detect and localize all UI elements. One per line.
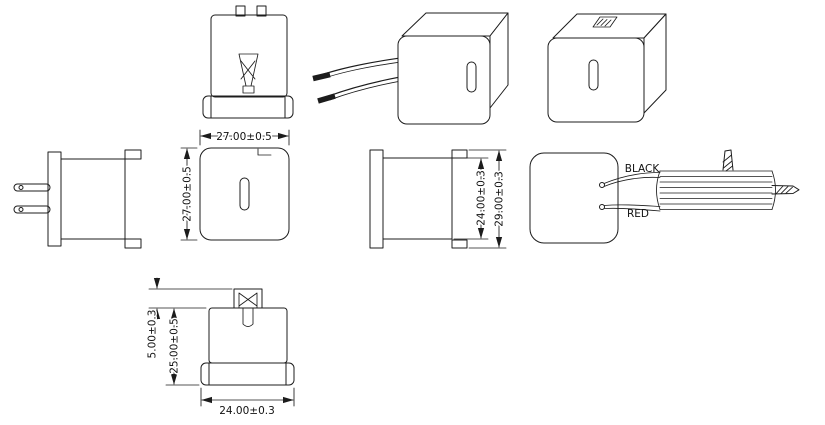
sound-slot: [239, 177, 250, 211]
front-plate: [47, 151, 62, 247]
dim-clip-text: 5.00±0.3: [147, 310, 159, 359]
plug-pin-right: [256, 5, 267, 17]
clip-bottom: [124, 238, 142, 249]
view-side-pins: [13, 149, 142, 249]
pin-upper-hole: [18, 185, 24, 190]
wire-end-right: [771, 185, 800, 195]
clip-housing: [233, 288, 263, 309]
dim-bottom-width-text: 24.00±0.3: [219, 405, 275, 417]
pin-lower: [13, 205, 51, 214]
front-face: [397, 35, 491, 125]
wire-coil: [656, 170, 776, 210]
pin-upper: [13, 183, 51, 192]
rear-face: [529, 152, 619, 244]
clip-detail: [238, 53, 259, 94]
wire-black-label: BLACK: [625, 163, 661, 175]
dim-depth-lines: [453, 157, 489, 240]
wire-red-label: RED: [627, 208, 649, 220]
dim-depth-text: 24.00±0.3: [476, 170, 488, 226]
dim-clip-lines: [148, 277, 233, 320]
clip-detail: [238, 292, 258, 327]
clip-top: [124, 149, 142, 160]
dim-height-lines: [180, 147, 198, 241]
wire-end-top: [722, 149, 734, 172]
body-outline: [60, 158, 126, 240]
front-plate: [369, 149, 384, 249]
corner-step: [257, 148, 272, 156]
flange-inner-lines: [208, 362, 287, 386]
dim-overall-text: 29.00±0.3: [494, 171, 506, 227]
wire-bare-end: [317, 93, 336, 104]
wire-red: [603, 204, 661, 212]
sound-slot: [588, 59, 599, 91]
lead-wires: [312, 57, 402, 104]
flange-outline: [200, 362, 295, 386]
dim-bottom-width-lines: [200, 387, 295, 407]
plug-pin-left: [235, 5, 246, 17]
view-front-pins: [202, 5, 294, 119]
dim-body-lines: [165, 308, 200, 386]
clip-top: [451, 149, 468, 159]
front-face: [547, 37, 645, 123]
view-rear-wires: BLACK RED: [529, 149, 800, 244]
dim-height-text: 27.00±0.5: [182, 166, 194, 222]
terminal-red: [599, 204, 605, 210]
front-face: [199, 147, 290, 241]
wire-black: [603, 172, 661, 187]
pin-lower-hole: [18, 207, 24, 212]
flange-inner-lines: [210, 95, 286, 119]
body-outline: [382, 157, 453, 240]
sound-slot: [466, 61, 477, 93]
dim-body-text: 25.00±0.5: [169, 318, 181, 374]
view-side-dim: 24.00±0.3 29.00±0.3: [369, 149, 507, 249]
view-front-dim: 27.00±0.5 27.00±0.5: [180, 129, 290, 241]
clip-bottom: [451, 239, 468, 249]
top-vent-hatch: [592, 16, 618, 28]
body-outline: [210, 14, 288, 98]
view-bottom-dim: 5.00±0.3 25.00±0.5 24.00±0.3: [145, 277, 295, 419]
body-outline: [208, 307, 288, 364]
wire-bare-end: [312, 71, 331, 82]
dim-width-text: 27.00±0.5: [216, 131, 272, 143]
view-iso: [547, 13, 667, 123]
terminal-black: [599, 182, 605, 188]
dim-width-lines: [199, 129, 290, 146]
view-iso-wired: [312, 12, 509, 125]
flange-outline: [202, 95, 294, 119]
dim-overall-lines: [468, 149, 507, 249]
